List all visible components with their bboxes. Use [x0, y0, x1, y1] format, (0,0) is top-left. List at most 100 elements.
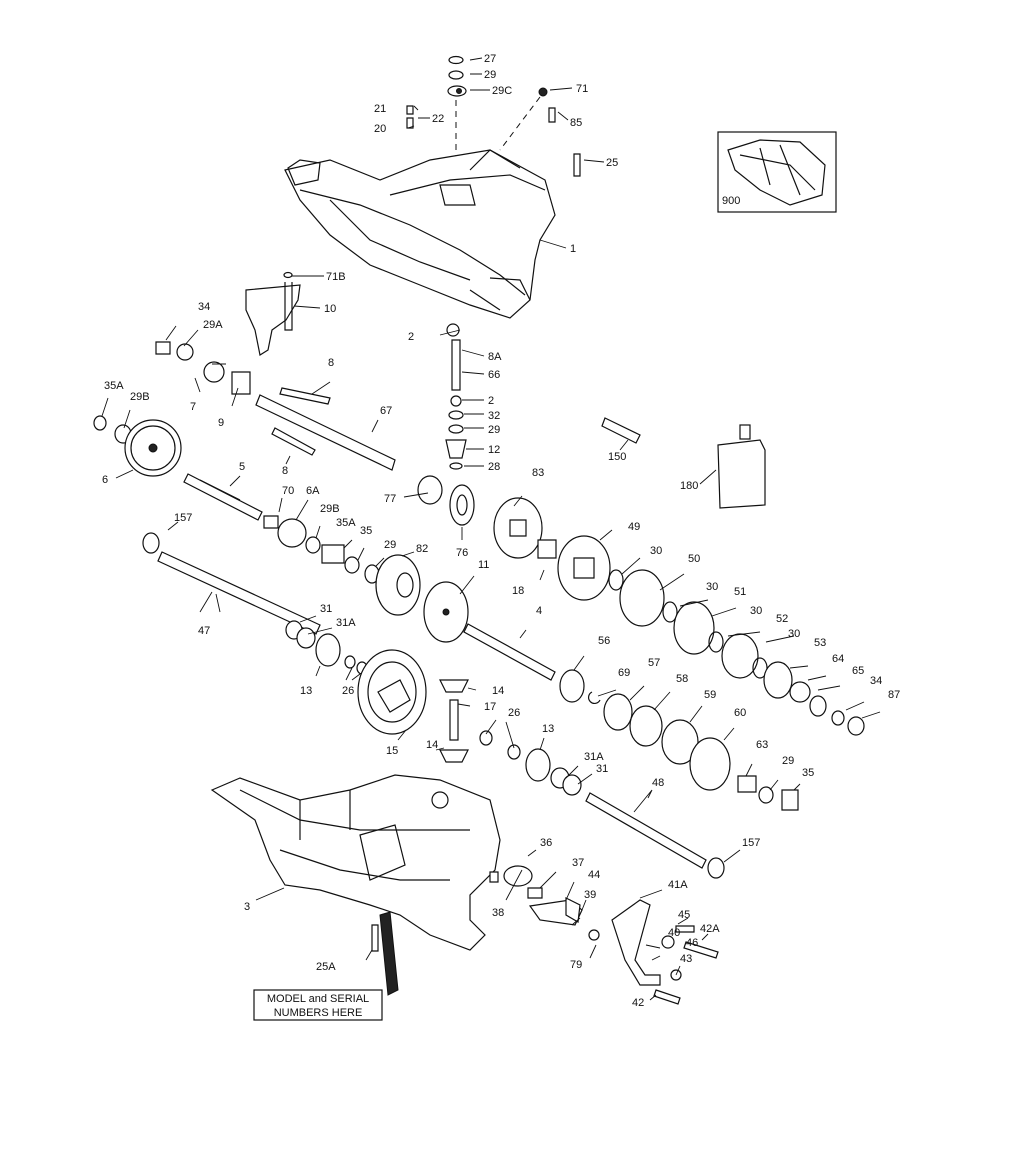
label-30-c: 30	[750, 605, 762, 617]
label-49: 49	[628, 521, 640, 533]
gear-cluster-6a	[263, 515, 380, 584]
label-13-right: 13	[542, 723, 554, 735]
label-14-lower: 14	[426, 739, 438, 751]
shaft-5	[183, 473, 263, 521]
label-82: 82	[416, 543, 428, 555]
label-1: 1	[570, 243, 576, 255]
label-8-lower: 8	[282, 465, 288, 477]
label-25a: 25A	[316, 961, 336, 973]
label-8-upper: 8	[328, 357, 334, 369]
label-64: 64	[832, 653, 844, 665]
shaft-4	[463, 623, 556, 681]
label-13-left: 13	[300, 685, 312, 697]
label-63: 63	[756, 739, 768, 751]
label-26-left: 26	[342, 685, 354, 697]
callout-line2: NUMBERS HERE	[274, 1007, 363, 1019]
label-29b-mid: 29B	[320, 503, 340, 515]
label-35a-mid: 35A	[336, 517, 356, 529]
label-17: 17	[484, 701, 496, 713]
gear-train-right	[608, 569, 865, 736]
label-12: 12	[488, 444, 500, 456]
label-22: 22	[432, 113, 444, 125]
label-42: 42	[632, 997, 644, 1009]
sealant-tube	[601, 417, 641, 444]
label-29-lower: 29	[782, 755, 794, 767]
label-57: 57	[648, 657, 660, 669]
leader-lines	[101, 57, 881, 1001]
label-11: 11	[478, 559, 489, 571]
brake-assembly	[489, 865, 719, 1005]
label-40: 40	[668, 927, 680, 939]
label-8a: 8A	[488, 351, 502, 363]
label-28: 28	[488, 461, 500, 473]
label-29-mid: 29	[384, 539, 396, 551]
label-26-right: 26	[508, 707, 520, 719]
center-stack	[445, 323, 467, 470]
label-18: 18	[512, 585, 524, 597]
upper-housing	[284, 149, 556, 319]
label-51: 51	[734, 586, 746, 598]
label-157-left: 157	[174, 512, 192, 524]
label-71b: 71B	[326, 271, 346, 283]
label-31-right: 31	[596, 763, 608, 775]
label-37: 37	[572, 857, 584, 869]
callout-line1: MODEL and SERIAL	[267, 993, 369, 1005]
label-71: 71	[576, 83, 588, 95]
label-157-right: 157	[742, 837, 760, 849]
label-69: 69	[618, 667, 630, 679]
label-66: 66	[488, 369, 500, 381]
label-35-lower: 35	[802, 767, 814, 779]
axle-48	[585, 792, 725, 879]
label-4: 4	[536, 605, 542, 617]
label-29: 29	[484, 69, 496, 81]
axle-47	[142, 532, 321, 635]
label-21: 21	[374, 103, 386, 115]
label-70: 70	[282, 485, 294, 497]
label-45: 45	[678, 909, 690, 921]
label-77: 77	[384, 493, 396, 505]
label-38: 38	[492, 907, 504, 919]
label-9: 9	[218, 417, 224, 429]
lower-housing	[210, 774, 501, 951]
label-29-center: 29	[488, 424, 500, 436]
label-35-mid: 35	[360, 525, 372, 537]
label-60: 60	[734, 707, 746, 719]
shift-fork	[245, 271, 301, 356]
label-31-left: 31	[320, 603, 332, 615]
label-87: 87	[888, 689, 900, 701]
label-35a-left: 35A	[104, 380, 124, 392]
label-36: 36	[540, 837, 552, 849]
brake-disc-11	[423, 581, 469, 643]
label-41a: 41A	[668, 879, 688, 891]
top-washer-stack	[406, 55, 581, 177]
label-46: 46	[686, 937, 698, 949]
label-83: 83	[532, 467, 544, 479]
label-6a: 6A	[306, 485, 320, 497]
label-48: 48	[652, 777, 664, 789]
bevel-gear-82	[375, 554, 421, 616]
label-150: 150	[608, 451, 626, 463]
label-180: 180	[680, 480, 698, 492]
ring-gear-15	[357, 649, 427, 735]
label-20: 20	[374, 123, 386, 135]
label-5: 5	[239, 461, 245, 473]
part-labels: 27 29 29C 71 21 22 20 85 25 900 1 71B 10…	[102, 53, 900, 1009]
label-65: 65	[852, 665, 864, 677]
label-29a-upper: 29A	[203, 319, 223, 331]
gears-56-60	[559, 669, 799, 811]
label-7: 7	[190, 401, 196, 413]
label-31a-left: 31A	[336, 617, 356, 629]
label-79: 79	[570, 959, 582, 971]
label-56: 56	[598, 635, 610, 647]
label-27: 27	[484, 53, 496, 65]
shafts-upper	[255, 387, 396, 471]
label-900: 900	[722, 195, 740, 207]
oil-bottle	[717, 424, 766, 509]
washers-77-76	[417, 475, 475, 526]
label-3: 3	[244, 901, 250, 913]
label-59: 59	[704, 689, 716, 701]
label-58: 58	[676, 673, 688, 685]
label-30-b: 30	[706, 581, 718, 593]
bolt-25a	[371, 911, 399, 996]
